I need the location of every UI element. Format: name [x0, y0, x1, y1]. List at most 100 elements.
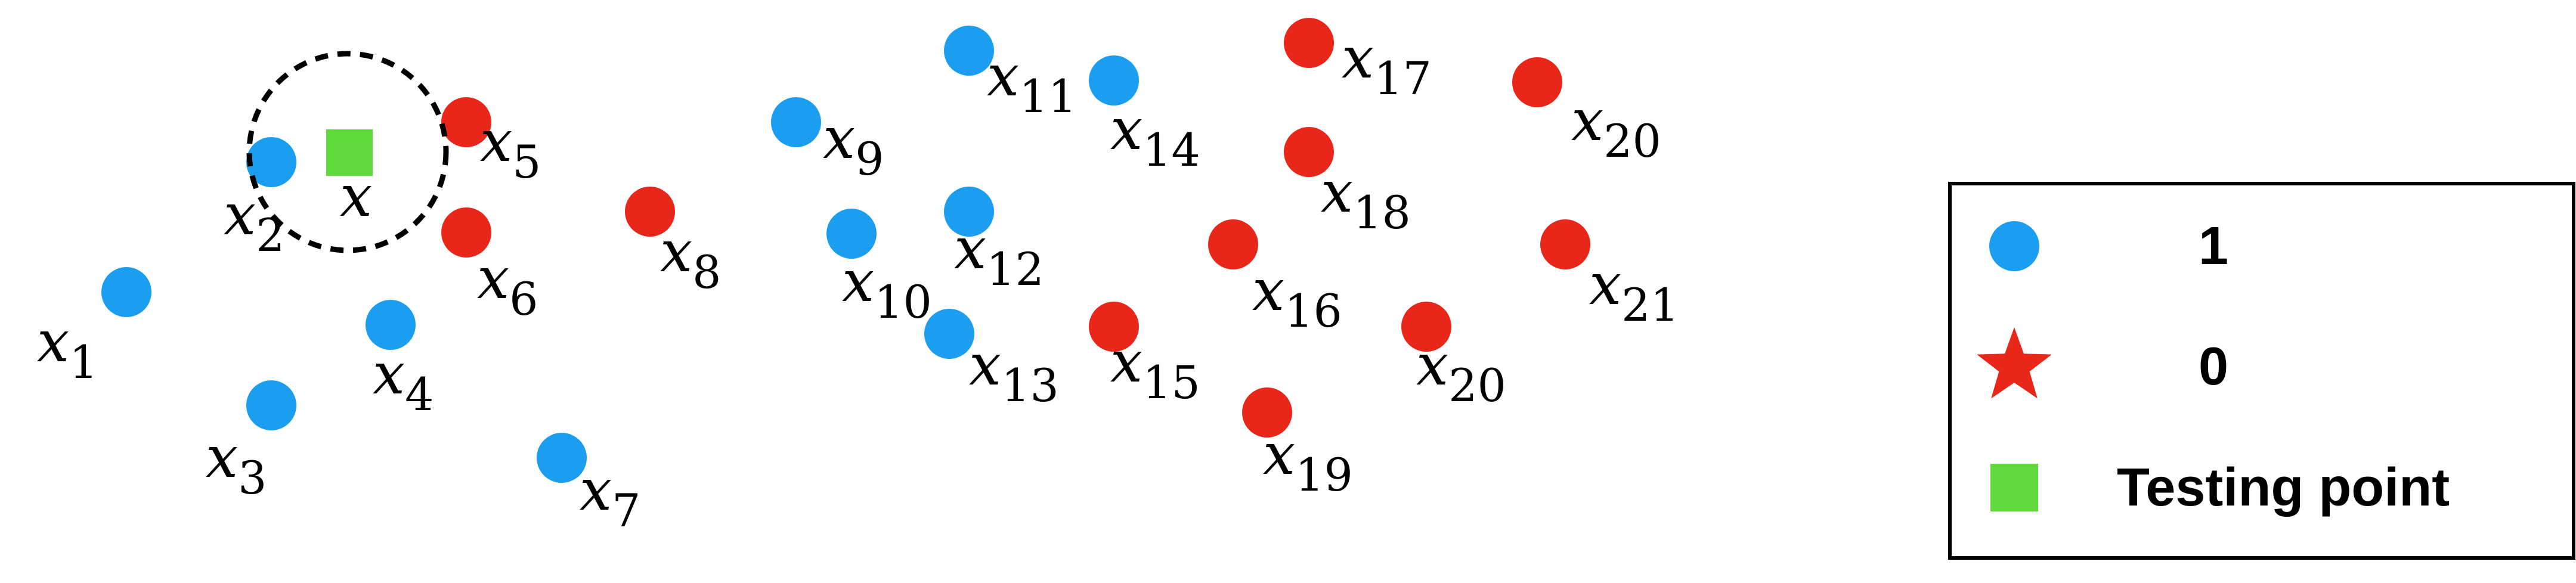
point-x16: x16 — [1208, 219, 1342, 337]
point-label-base: x — [373, 340, 405, 407]
legend-star-icon — [1977, 327, 2052, 399]
point-label-base: x — [954, 215, 986, 282]
point-label-subscript: 16 — [1284, 284, 1342, 337]
point-marker-x3 — [246, 380, 296, 430]
point-label-subscript: 9 — [855, 132, 884, 185]
point-x18: x18 — [1284, 127, 1411, 239]
testing-point-label: x — [340, 163, 372, 230]
point-marker-x1 — [101, 267, 151, 317]
legend-label: 1 — [2199, 216, 2228, 276]
point-label-base: x — [477, 245, 509, 312]
point-marker-x17 — [1284, 18, 1334, 68]
point-marker-x4 — [366, 300, 416, 350]
legend-label: 0 — [2199, 337, 2228, 396]
point-label-base: x — [224, 181, 256, 248]
point-marker-x11 — [944, 26, 994, 76]
point-label-base: x — [969, 331, 1001, 398]
legend-item-1: 1 — [1989, 216, 2228, 276]
point-label-base: x — [1589, 251, 1621, 318]
point-label-x19: x19 — [1263, 421, 1353, 501]
point-label-base: x — [823, 105, 855, 172]
points-layer: x1x2x3x4x5x6x7x8x9x10x11x12x13x14x15x16x… — [37, 18, 1679, 537]
legend-box — [1948, 182, 2575, 560]
point-label-subscript: 20 — [1603, 114, 1661, 168]
point-marker-x13 — [924, 309, 974, 359]
point-x4: x4 — [366, 300, 434, 421]
point-marker-x7 — [537, 433, 587, 483]
point-label-subscript: 10 — [874, 275, 932, 328]
point-label-base: x — [1252, 257, 1284, 324]
point-x2: x2 — [224, 137, 296, 262]
point-label-x2: x2 — [224, 181, 285, 262]
point-marker-x18 — [1284, 127, 1334, 177]
point-marker-x8 — [625, 187, 675, 237]
point-x1: x1 — [37, 267, 151, 389]
point-label-subscript: 7 — [612, 484, 640, 537]
point-label-x9: x9 — [823, 105, 884, 185]
point-label-subscript: 18 — [1353, 186, 1411, 239]
point-x13: x13 — [924, 309, 1059, 412]
point-marker-x2 — [246, 137, 296, 187]
point-label-base: x — [1321, 159, 1353, 225]
point-label-x7: x7 — [580, 457, 641, 537]
point-label-base: x — [987, 42, 1019, 109]
point-marker-x14 — [1089, 55, 1139, 106]
point-x5: x5 — [441, 97, 541, 188]
point-x15: x15 — [1089, 302, 1200, 409]
point-x20-lower: x20 — [1401, 302, 1506, 412]
legend-item-2: 0 — [1977, 327, 2228, 399]
point-label-x17: x17 — [1342, 24, 1432, 105]
point-marker-x20-upper — [1512, 57, 1562, 107]
point-label-subscript: 20 — [1448, 359, 1506, 412]
point-x21: x21 — [1540, 219, 1679, 331]
point-label-subscript: 17 — [1374, 52, 1432, 105]
point-label-subscript: 2 — [256, 209, 284, 262]
point-label-subscript: 19 — [1295, 448, 1353, 501]
point-marker-x16 — [1208, 219, 1258, 269]
point-label-x20-upper: x20 — [1571, 87, 1661, 168]
point-label-subscript: 8 — [692, 246, 721, 299]
point-label-base: x — [580, 457, 612, 523]
point-label-x18: x18 — [1321, 159, 1411, 239]
point-label-base: x — [1342, 24, 1374, 91]
point-label-x1: x1 — [37, 308, 98, 389]
point-label-subscript: 4 — [405, 368, 434, 421]
point-label-subscript: 5 — [512, 135, 541, 188]
point-x20-upper: x20 — [1512, 57, 1661, 168]
point-label-x3: x3 — [206, 424, 267, 504]
point-x9: x9 — [771, 97, 884, 185]
point-x11: x11 — [944, 26, 1077, 123]
point-label-x5: x5 — [480, 108, 541, 188]
legend-square-icon — [1990, 464, 2038, 511]
point-label-x8: x8 — [660, 218, 722, 299]
testing-point-marker — [326, 129, 373, 176]
point-label-x20-lower: x20 — [1416, 331, 1506, 412]
point-label-subscript: 3 — [238, 451, 267, 504]
point-marker-x12 — [944, 187, 994, 237]
point-marker-x9 — [771, 97, 821, 147]
point-label-base: x — [1110, 96, 1143, 163]
point-label-base: x — [37, 308, 69, 375]
point-label-base: x — [1110, 328, 1143, 395]
neighborhood-circle — [246, 51, 449, 253]
point-marker-x10 — [826, 209, 877, 259]
legend-item-3: Testing point — [1990, 458, 2450, 517]
point-label-base: x — [480, 108, 512, 175]
point-label-x10: x10 — [842, 248, 932, 328]
point-marker-x6 — [441, 207, 491, 258]
point-label-x21: x21 — [1589, 251, 1679, 331]
point-x12: x12 — [944, 187, 1044, 296]
point-x17: x17 — [1284, 18, 1432, 105]
point-label-subscript: 6 — [509, 272, 538, 325]
point-label-subscript: 11 — [1019, 70, 1077, 123]
point-label-base: x — [1416, 331, 1448, 398]
point-label-subscript: 14 — [1143, 123, 1200, 176]
point-label-x12: x12 — [954, 215, 1044, 296]
point-label-base: x — [1571, 87, 1603, 154]
point-marker-x20-lower — [1401, 302, 1451, 352]
point-marker-x5 — [441, 97, 491, 147]
point-label-base: x — [842, 248, 874, 315]
point-x19: x19 — [1242, 387, 1353, 501]
